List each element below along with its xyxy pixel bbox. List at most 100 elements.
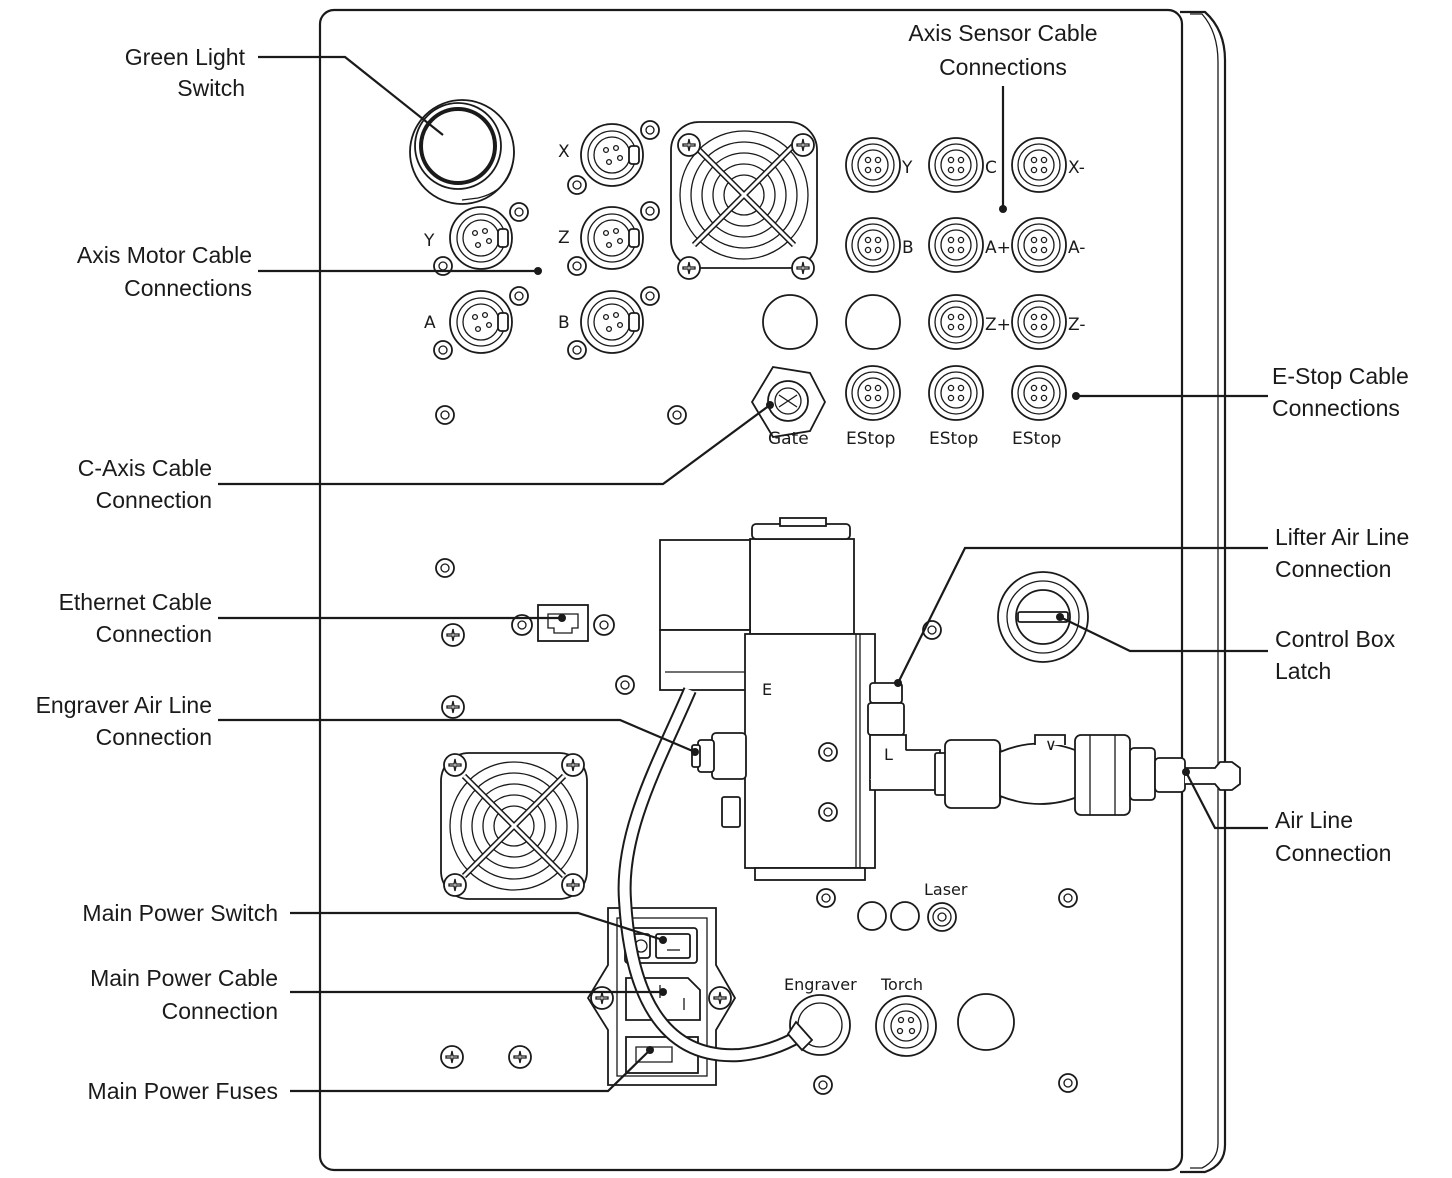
sensor-label-x-minus: X-: [1068, 158, 1085, 178]
motor-port-x[interactable]: [567, 120, 660, 195]
sensor-port-b[interactable]: [845, 217, 901, 273]
svg-text:Axis Sensor Cable: Axis Sensor Cable: [908, 20, 1097, 46]
engraver-port[interactable]: [786, 994, 851, 1056]
callout-main-power-switch: Main Power Switch: [82, 900, 278, 926]
motor-port-a[interactable]: [433, 286, 529, 360]
sensor-label-a-minus: A-: [1068, 238, 1085, 258]
callout-ethernet-cable: Ethernet Cable Connection: [59, 589, 212, 647]
solenoid-valve: E: [659, 517, 876, 881]
motor-label-a: A: [424, 313, 436, 333]
sensor-port-a-minus[interactable]: [1011, 217, 1067, 273]
estop-label-1: EStop: [846, 429, 895, 449]
callout-control-box-latch: Control Box Latch: [1275, 626, 1396, 684]
torch-label: Torch: [880, 975, 923, 994]
sensor-port-z-minus[interactable]: [1011, 294, 1067, 350]
callout-air-line: Air Line Connection: [1275, 807, 1391, 866]
sensor-label-z-minus: Z-: [1068, 315, 1085, 335]
svg-text:E-Stop Cable: E-Stop Cable: [1272, 363, 1409, 389]
engraver-label: Engraver: [784, 975, 857, 994]
sensor-port-x-minus[interactable]: [1011, 137, 1067, 193]
svg-text:Connection: Connection: [1275, 840, 1391, 866]
front-panel: [318, 8, 1184, 1172]
sensor-label-a-plus: A+: [985, 238, 1011, 258]
svg-text:Control Box: Control Box: [1275, 626, 1396, 652]
gate-label: Gate: [768, 429, 809, 449]
motor-port-b[interactable]: [567, 286, 660, 360]
sensor-label-b: B: [902, 238, 914, 258]
ethernet-port[interactable]: [511, 604, 615, 642]
callout-main-power-fuses: Main Power Fuses: [88, 1078, 278, 1104]
estop-port-1[interactable]: [845, 365, 901, 421]
laser-port[interactable]: [927, 902, 957, 932]
green-light-switch[interactable]: [409, 99, 515, 205]
engraver-cable: [617, 687, 814, 1063]
gate-port[interactable]: [750, 366, 827, 438]
enclosure: [318, 8, 1227, 1174]
upper-cooling-fan: [671, 122, 817, 280]
svg-text:Axis Motor Cable: Axis Motor Cable: [77, 242, 252, 268]
engraver-air-fitting[interactable]: [691, 732, 747, 780]
svg-text:Switch: Switch: [177, 75, 245, 101]
lifter-air-fitting[interactable]: [867, 682, 905, 736]
svg-text:C-Axis Cable: C-Axis Cable: [78, 455, 212, 481]
blank-plug-lower: [957, 993, 1015, 1051]
ball-valve: ∨: [934, 734, 1241, 816]
motor-port-y[interactable]: [433, 202, 529, 276]
axis-motor-connectors: X Z B Y A: [423, 120, 660, 360]
motor-port-z[interactable]: [567, 201, 660, 276]
sensor-port-y[interactable]: [845, 137, 901, 193]
svg-text:Main Power Fuses: Main Power Fuses: [88, 1078, 278, 1104]
laser-connectors: Laser: [857, 880, 968, 932]
sensor-port-a-plus[interactable]: [928, 217, 984, 273]
svg-text:Ethernet Cable: Ethernet Cable: [59, 589, 212, 615]
torch-port[interactable]: [875, 995, 937, 1057]
callout-labels: Green Light Switch Axis Motor Cable Conn…: [36, 20, 1410, 1104]
valve-label-l: L: [884, 745, 893, 764]
blank-plugs: [762, 294, 901, 350]
callout-e-stop-cable: E-Stop Cable Connections: [1272, 363, 1409, 421]
sensor-label-z-plus: Z+: [985, 315, 1011, 335]
laser-label: Laser: [924, 880, 968, 899]
svg-text:Green Light: Green Light: [125, 44, 246, 70]
side-panel: [1180, 10, 1227, 1174]
svg-text:Lifter Air Line: Lifter Air Line: [1275, 524, 1409, 550]
svg-text:∨: ∨: [1045, 735, 1057, 754]
motor-label-z: Z: [558, 228, 570, 248]
lower-cooling-fan: [441, 753, 587, 899]
control-box-latch[interactable]: [997, 571, 1089, 663]
callout-axis-sensor-cable: Axis Sensor Cable Connections: [908, 20, 1097, 80]
svg-text:Engraver Air Line: Engraver Air Line: [36, 692, 212, 718]
callout-main-power-cable: Main Power Cable Connection: [90, 965, 278, 1024]
svg-text:Connections: Connections: [124, 275, 252, 301]
svg-text:Main Power Cable: Main Power Cable: [90, 965, 278, 991]
motor-label-b: B: [558, 313, 570, 333]
svg-text:Connection: Connection: [96, 724, 212, 750]
estop-label-2: EStop: [929, 429, 978, 449]
sensor-port-z-plus[interactable]: [928, 294, 984, 350]
estop-port-3[interactable]: [1011, 365, 1067, 421]
gate-estop-row: Gate EStop EStop EStop: [750, 365, 1067, 449]
estop-port-2[interactable]: [928, 365, 984, 421]
svg-text:Latch: Latch: [1275, 658, 1331, 684]
svg-text:Air Line: Air Line: [1275, 807, 1353, 833]
motor-label-x: X: [558, 142, 570, 162]
axis-sensor-connectors: Y C X- B A+ A- Z+ Z-: [845, 137, 1085, 350]
callout-engraver-air-line: Engraver Air Line Connection: [36, 692, 212, 750]
motor-label-y: Y: [423, 231, 435, 251]
svg-text:Connection: Connection: [162, 998, 278, 1024]
svg-text:Connection: Connection: [1275, 556, 1391, 582]
callout-green-light-switch: Green Light Switch: [125, 44, 246, 101]
estop-label-3: EStop: [1012, 429, 1061, 449]
callout-axis-motor-cable: Axis Motor Cable Connections: [77, 242, 252, 301]
sensor-port-c[interactable]: [928, 137, 984, 193]
svg-text:Connections: Connections: [1272, 395, 1400, 421]
svg-text:Connection: Connection: [96, 487, 212, 513]
valve-label-e: E: [762, 680, 772, 699]
leader-lines: [218, 55, 1268, 1093]
callout-lifter-air-line: Lifter Air Line Connection: [1275, 524, 1409, 582]
svg-text:Connection: Connection: [96, 621, 212, 647]
svg-text:Main Power Switch: Main Power Switch: [82, 900, 278, 926]
svg-text:Connections: Connections: [939, 54, 1067, 80]
callout-c-axis-cable: C-Axis Cable Connection: [78, 455, 212, 513]
